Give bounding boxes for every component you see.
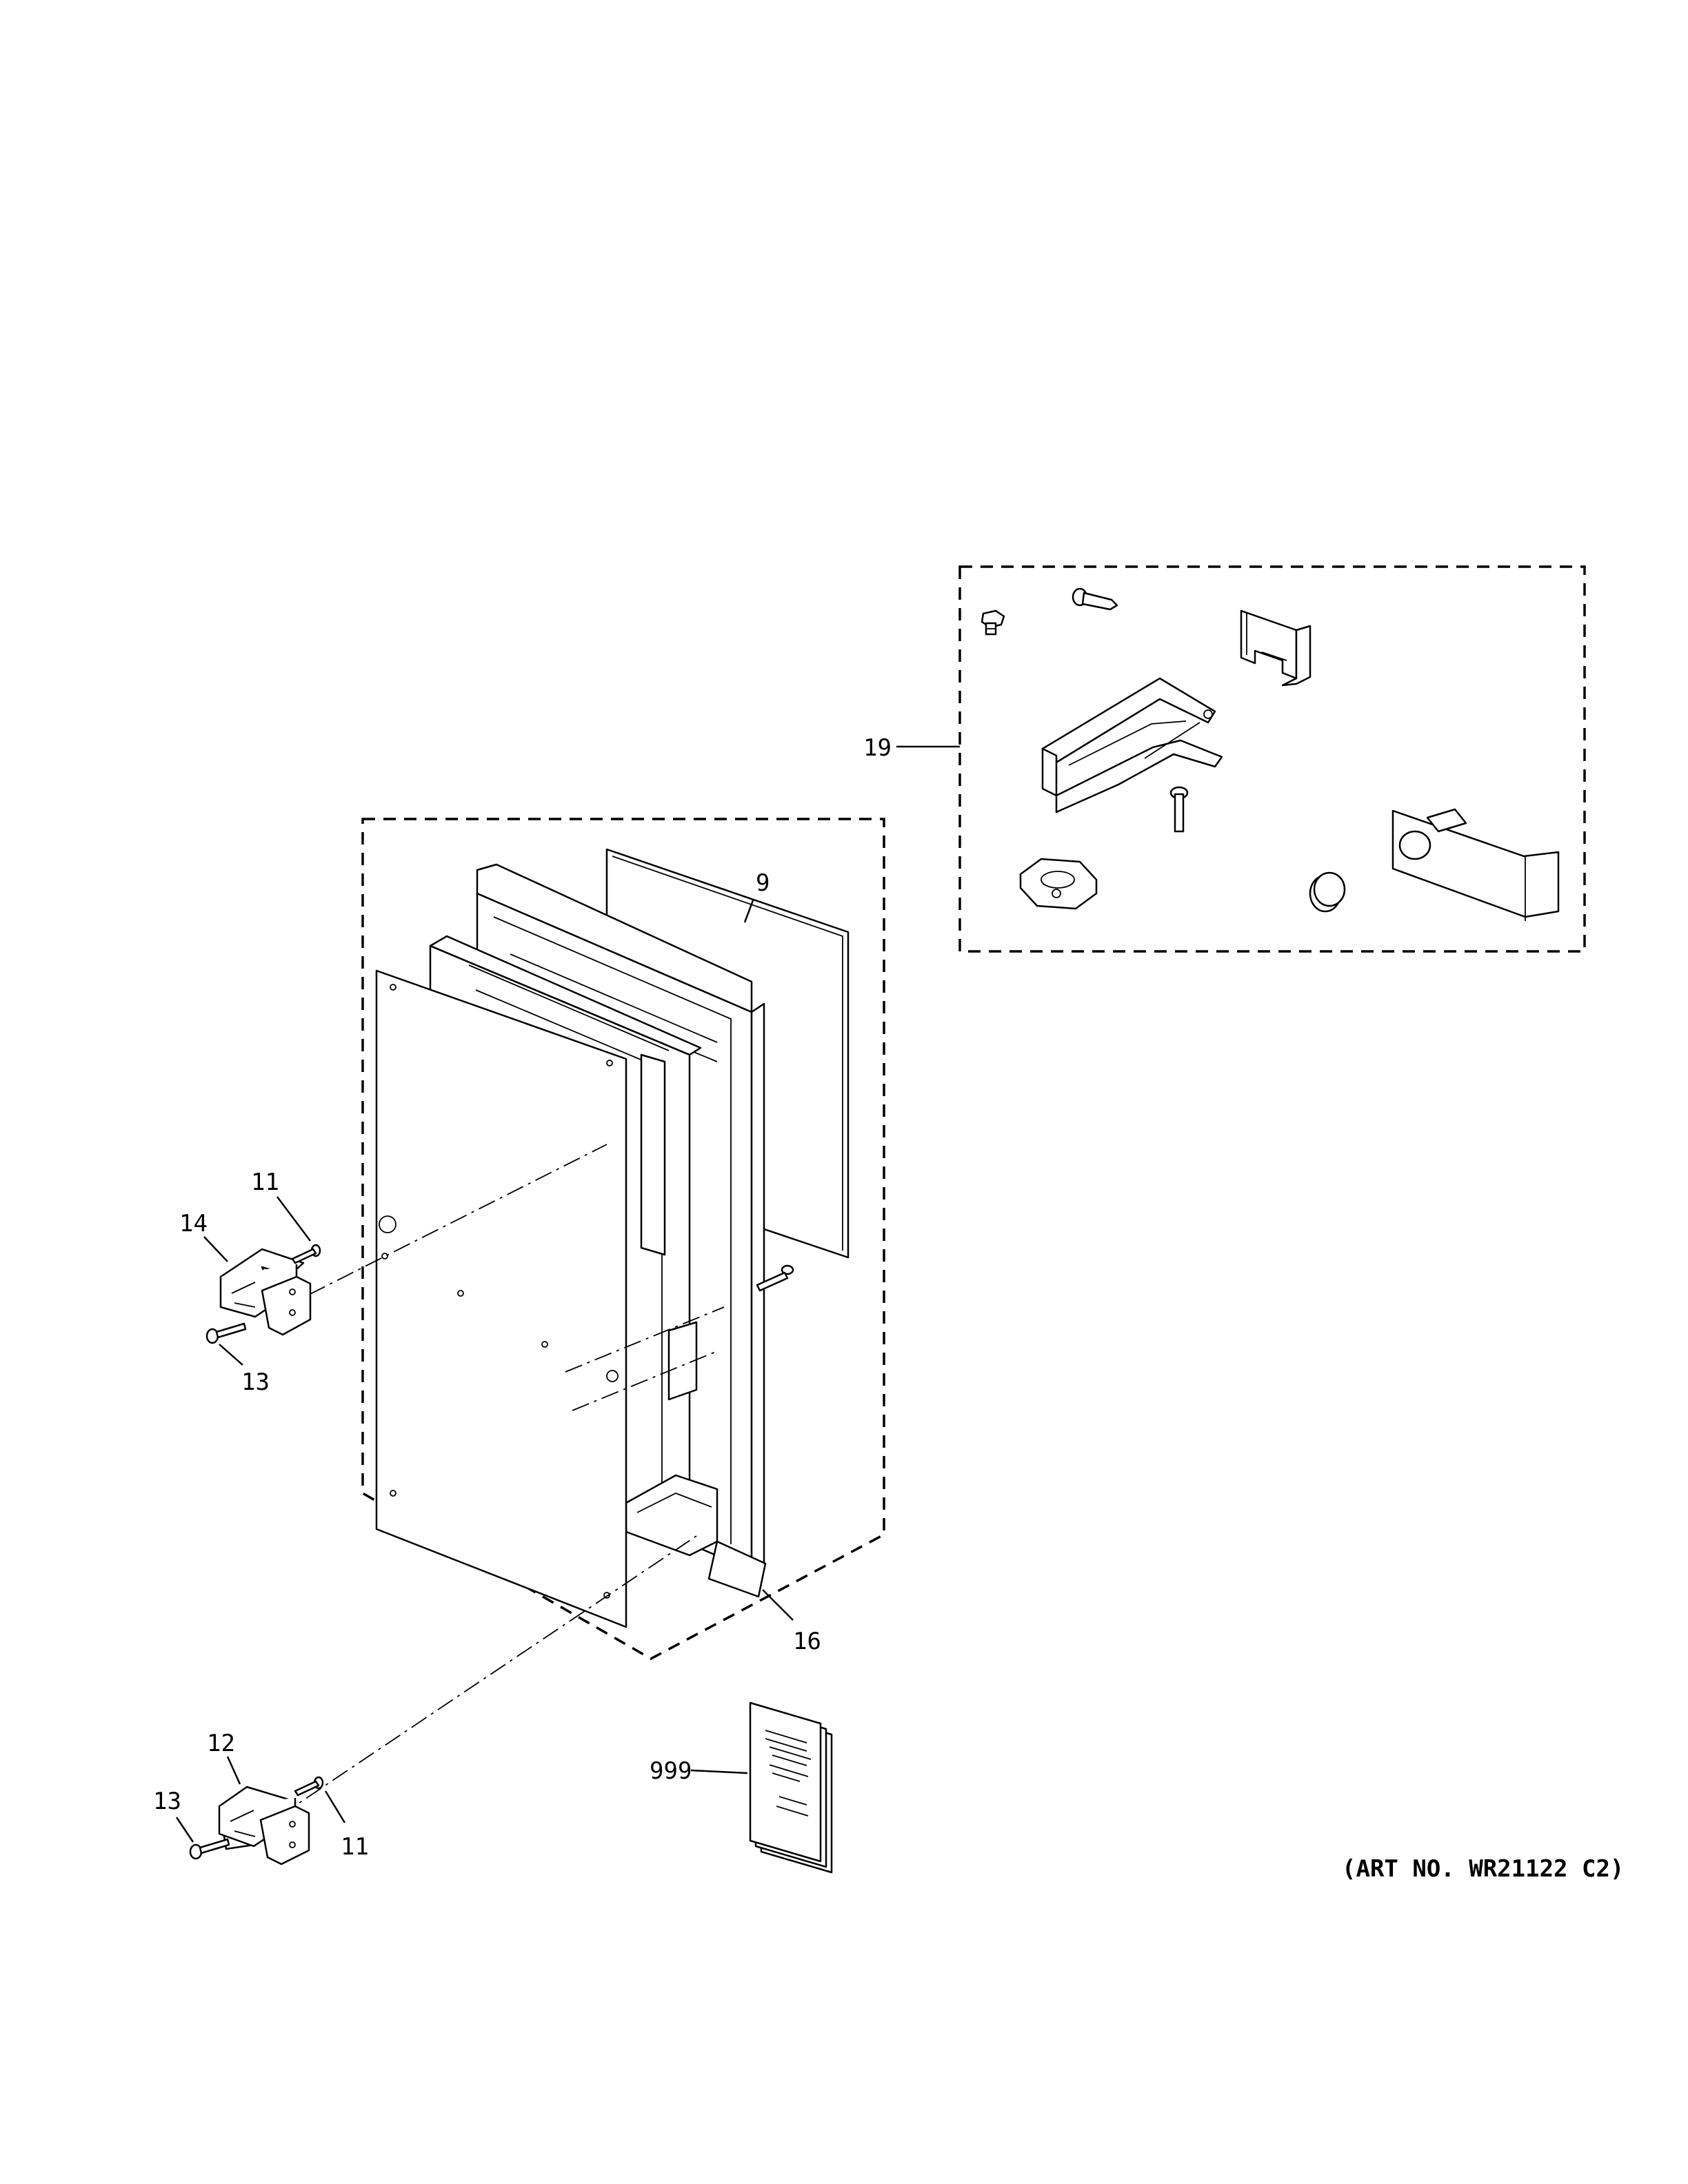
part-13-bottom-screw (189, 1838, 230, 1860)
callout-11-top: 11 (251, 1169, 279, 1196)
leader-12 (226, 1756, 241, 1785)
leader-11-bottom (324, 1790, 346, 1823)
part-999-manual (749, 1701, 833, 1874)
part-14-top-hinge (219, 1248, 312, 1336)
door-assembly-16: 9 16 (361, 818, 885, 1660)
part-12-bottom-hinge (218, 1786, 310, 1866)
kit-hex-nut (1019, 858, 1098, 910)
callout-13-bottom: 13 (153, 1788, 181, 1815)
callout-19: 19 (863, 734, 892, 762)
kit-handle-bracket (1041, 677, 1223, 813)
leader-11-top (277, 1196, 311, 1242)
kit-screw-long (1072, 587, 1118, 611)
leader-13-bottom (175, 1817, 194, 1843)
leader-999 (690, 1769, 748, 1775)
callout-12: 12 (207, 1730, 235, 1757)
kit-19-boundary (958, 565, 1586, 953)
leader-14 (203, 1236, 228, 1262)
kit-bolt (1169, 786, 1189, 833)
kit-19-group: 19 (863, 565, 1586, 953)
callout-999: 999 (650, 1757, 692, 1785)
kit-screw-small (981, 609, 1005, 636)
leader-9 (743, 900, 754, 923)
part-11-top-screw (291, 1244, 321, 1264)
door-assembly-boundary (361, 818, 885, 1660)
side-screw (756, 1264, 794, 1292)
door-outer-panel (375, 969, 627, 1628)
kit-knob (1309, 871, 1346, 913)
part-13-top-screw (205, 1322, 247, 1344)
part-11-bottom-screw (294, 1776, 324, 1797)
kit-bracket-clip (1240, 609, 1312, 687)
art-number: (ART NO. WR21122 C2) (1342, 1855, 1624, 1883)
callout-14: 14 (179, 1210, 208, 1237)
callout-13-top: 13 (241, 1368, 270, 1396)
callout-11-bottom: 11 (341, 1833, 369, 1861)
alignment-lines (279, 1144, 725, 1817)
leader-13-top (219, 1344, 243, 1366)
callout-9: 9 (756, 869, 770, 897)
leader-16 (762, 1589, 794, 1621)
callout-16: 16 (793, 1628, 821, 1655)
kit-end-cap (1391, 808, 1560, 921)
